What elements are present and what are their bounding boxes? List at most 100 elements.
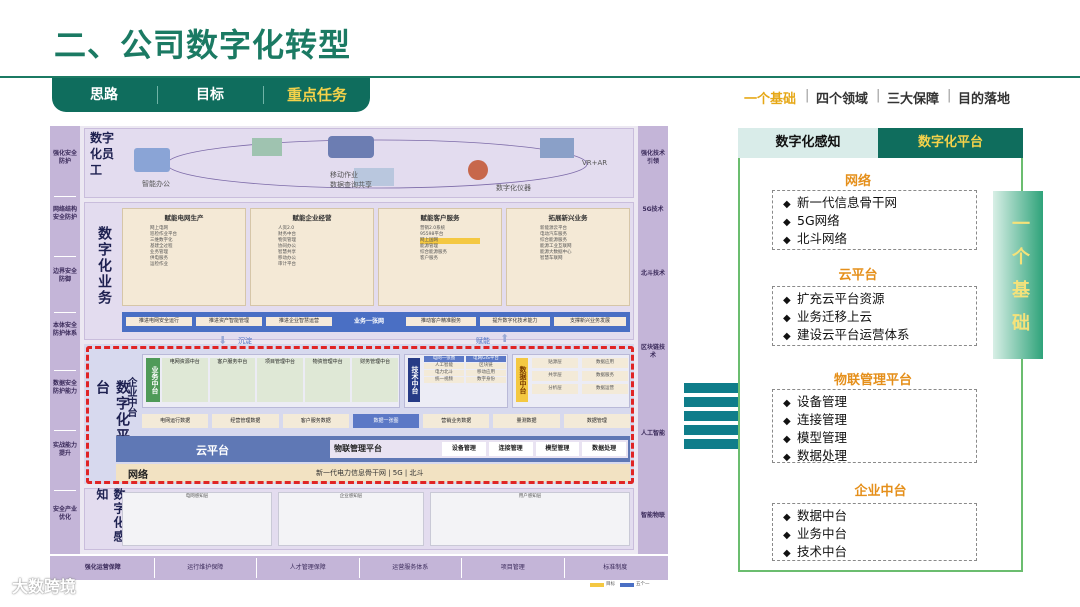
business-line: 能源大数据中心 [540,250,572,255]
section-title-network: 网络 [844,174,871,189]
tech-center-items: 电网一张图 电网GIS平台 人工智能 区块链 电力北斗 移动应用 统一视频 数字… [424,356,506,383]
section-title-iot: 物联管理平台 [833,373,912,388]
tech-item: 统一视频 [424,377,464,383]
page-title: 二、公司数字化转型 [54,26,352,64]
business-pane-lines: 新能源云平台 电动汽车服务 综合能源服务 能源工业互联网 能源大数据中心 智慧车… [540,226,610,262]
business-group: 物资管理中台 [304,358,351,402]
business-layer-title: 数字化业务 [96,226,112,306]
security-label: 强化安全防护 [52,150,77,165]
crumb-separator: | [947,88,952,103]
network-bar [116,464,630,482]
tab-thinking[interactable]: 思路 [90,87,118,103]
tech-item: 电网GIS平台 [466,356,506,362]
security-label: 数据安全防护能力 [52,380,77,395]
diamond-bullet-icon: ◆ [783,512,791,523]
data-item: 数据运营 [582,384,628,394]
section-item-text: 北斗网络 [797,231,848,246]
diamond-bullet-icon: ◆ [783,217,791,228]
crumb-one-foundation[interactable]: 一个基础 [744,92,797,107]
employee-item: VR+AR [582,159,608,167]
arrow-up-icon: ⬆ [500,332,510,345]
business-pane [250,208,374,306]
sense-group-title: 电网感知层 [185,494,209,499]
section-title-cloud: 云平台 [838,268,878,283]
operations-item: 项目管理 [461,558,564,578]
tab-digital-platform[interactable]: 数字化平台 [878,128,1023,158]
employee-scene [134,136,588,189]
data-center-label: 数据中台 [516,358,528,402]
data-item: 共享层 [532,371,578,381]
business-line: 智慧车联网 [540,256,563,261]
tech-center-label: 技术中台 [408,358,420,402]
business-line: 智慧共享 [278,250,296,255]
employee-item: 智能办公 [142,180,170,188]
section-item-text: 扩充云平台资源 [797,291,885,306]
tech-item: 人工智能 [424,363,464,369]
section-item: ◆扩充云平台资源 [783,291,968,309]
business-line: 综合能源服务 [540,238,567,243]
divider [54,430,76,431]
business-group: 项目管理中台 [257,358,303,402]
section-box-enterprise: ◆数据中台 ◆业务中台 ◆技术中台 [772,503,977,561]
business-line: 网上电网 [150,226,168,231]
crumb-separator: | [876,88,881,103]
operations-item: 运营服务体系 [358,558,462,578]
business-line: 综合能源服务 [420,250,447,255]
platform-highlight-frame [86,346,634,484]
business-line: 运检作业 [150,262,168,267]
technology-column [638,126,668,554]
data-band-cell: 数据管理 [563,414,630,428]
divider [54,256,76,257]
operations-item: 标准制度 [563,558,667,578]
foundation-banner-text: 一 个 基 础 [1006,208,1036,340]
business-line: 能源工业互联网 [540,244,572,249]
business-pane-lines: 人资2.0 财务中台 物资管理 协同办公 智慧共享 移动办公 审计平台 [278,226,338,268]
tab-goal[interactable]: 目标 [196,87,224,103]
security-label: 实战能力提升 [52,442,77,457]
business-line: 人资2.0 [278,226,295,231]
tab-digital-sensing[interactable]: 数字化感知 [738,128,878,158]
sense-group-box [430,492,630,546]
data-band-cell: 营销业务数据 [423,414,490,428]
watermark: 大数跨境 [12,577,77,596]
employee-item: 移动作业 [330,171,358,179]
connector-bar [684,411,756,421]
diamond-bullet-icon: ◆ [783,398,791,409]
iot-items: 设备管理 连接管理 模型管理 数据处理 [442,442,626,456]
data-item: 分析层 [532,384,578,394]
technology-label: 人工智能 [640,430,665,437]
crumb-four-domains[interactable]: 四个领域 [816,92,869,107]
section-item-text: 5G网络 [797,213,840,228]
section-item-text: 数据中台 [797,508,848,523]
section-tab-bar [52,78,370,112]
tech-item: 电力北斗 [424,370,464,376]
business-line: 协同办公 [278,244,296,249]
business-pane [506,208,630,306]
business-pane-title: 拓展新兴业务 [548,214,588,222]
technology-label: 智能物联 [640,512,665,519]
section-box-iot: ◆设备管理 ◆连接管理 ◆模型管理 ◆数据处理 [772,389,977,463]
tab-key-tasks[interactable]: 重点任务 [286,86,347,104]
crumb-three-guarantees[interactable]: 三大保障 [887,92,940,107]
section-item-text: 模型管理 [797,430,848,445]
business-line: 巡检作业平台 [150,232,177,237]
iot-item: 模型管理 [535,442,580,456]
operations-item: 强化运营保障 [84,564,121,571]
arrow-label: 沉淀 [238,337,252,345]
data-band-cell: 电网运行数据 [142,414,209,428]
business-line: 财务中台 [278,232,296,237]
tech-item: 移动应用 [466,370,506,376]
business-line: 新能源云平台 [540,226,567,231]
sense-group-title: 企业感知层 [339,494,363,499]
section-item-text: 技术中台 [797,544,848,559]
business-band-cell: 推进企业智慧运营 [266,317,332,326]
business-line: 业务管理 [150,250,168,255]
business-line: 95598平台 [420,232,444,237]
crumb-separator: | [805,88,810,103]
arrow-label: 赋能 [476,337,490,345]
data-band: 电网运行数据 经营管理数据 客户服务数据 数据一张图 营销业务数据 量测数据 数… [142,414,630,428]
tech-item: 电网一张图 [424,356,464,362]
business-center-groups: 电网资源中台 客户服务中台 项目管理中台 物资管理中台 财务管理中台 [162,358,398,402]
crumb-landing[interactable]: 目的落地 [958,92,1011,107]
section-item: ◆业务中台 [783,526,968,544]
